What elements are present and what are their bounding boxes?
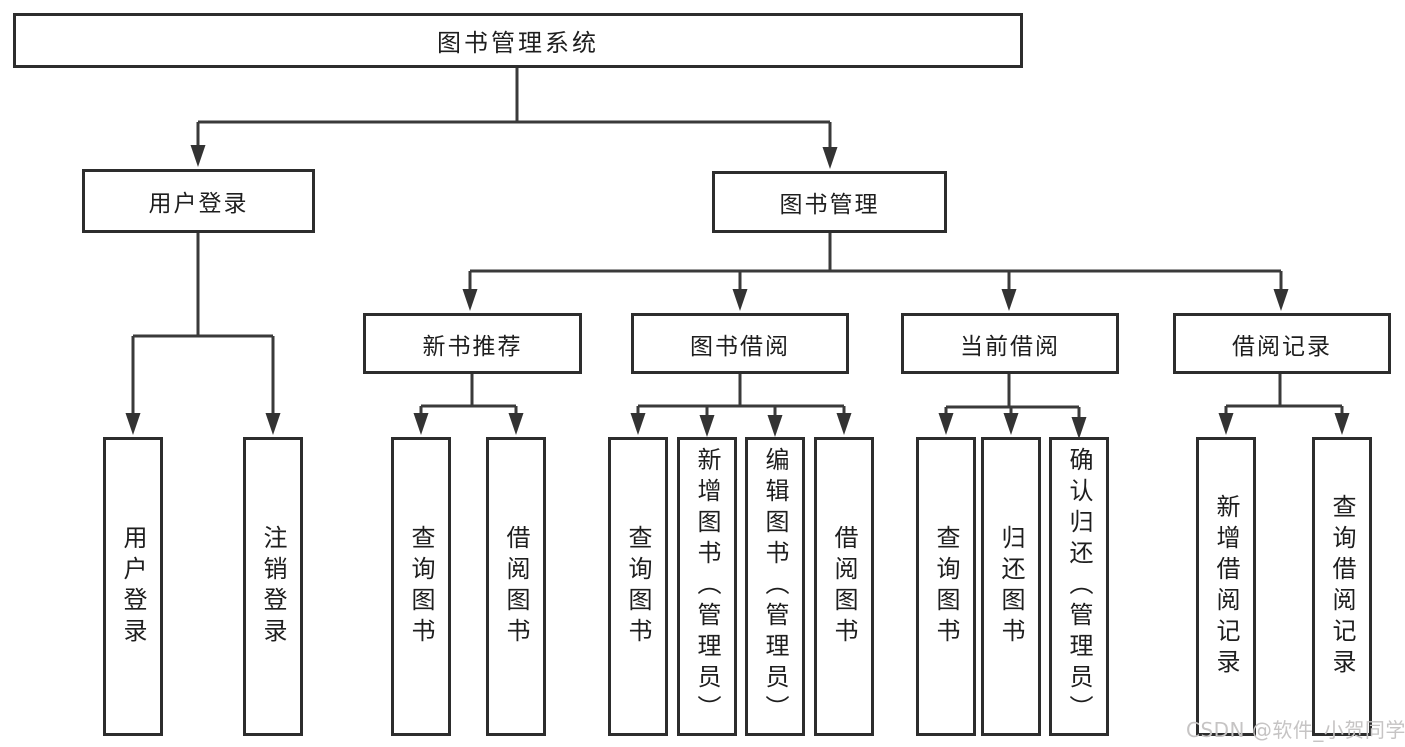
- node-label: 注销登录: [259, 524, 287, 649]
- node-library-management-system: 图书管理系统: [13, 13, 1023, 68]
- node-book-management: 图书管理: [712, 171, 947, 233]
- node-label: 确认归还（管理员）: [1065, 447, 1093, 726]
- node-leaf-add-book-admin: 新增图书（管理员）: [677, 437, 737, 736]
- node-borrow-record: 借阅记录: [1173, 313, 1391, 374]
- node-leaf-borrow-book-2: 借阅图书: [814, 437, 874, 736]
- node-new-book-recommend: 新书推荐: [363, 313, 582, 374]
- node-label: 编辑图书（管理员）: [761, 447, 789, 726]
- node-leaf-borrow-book-1: 借阅图书: [486, 437, 546, 736]
- node-leaf-return-book: 归还图书: [981, 437, 1041, 736]
- node-label: 新增图书（管理员）: [693, 447, 721, 726]
- node-leaf-confirm-return-admin: 确认归还（管理员）: [1049, 437, 1109, 736]
- node-leaf-add-borrow-record: 新增借阅记录: [1196, 437, 1256, 736]
- node-label: 查询借阅记录: [1328, 493, 1356, 680]
- node-label: 借阅图书: [830, 524, 858, 649]
- node-current-borrow: 当前借阅: [901, 313, 1119, 374]
- node-leaf-query-book-1: 查询图书: [391, 437, 451, 736]
- node-leaf-query-book-2: 查询图书: [608, 437, 668, 736]
- node-book-borrow: 图书借阅: [631, 313, 849, 374]
- node-user-login: 用户登录: [82, 169, 315, 233]
- node-label: 新增借阅记录: [1212, 493, 1240, 680]
- node-label: 查询图书: [624, 524, 652, 649]
- node-label: 用户登录: [119, 524, 147, 649]
- node-label: 查询图书: [407, 524, 435, 649]
- node-leaf-logout: 注销登录: [243, 437, 303, 736]
- node-leaf-edit-book-admin: 编辑图书（管理员）: [745, 437, 805, 736]
- node-leaf-query-borrow-record: 查询借阅记录: [1312, 437, 1372, 736]
- node-label: 借阅图书: [502, 524, 530, 649]
- node-label: 归还图书: [997, 524, 1025, 649]
- node-label: 查询图书: [932, 524, 960, 649]
- csdn-watermark: CSDN @软件_小贺同学: [1186, 718, 1405, 742]
- node-leaf-query-book-3: 查询图书: [916, 437, 976, 736]
- node-leaf-user-login: 用户登录: [103, 437, 163, 736]
